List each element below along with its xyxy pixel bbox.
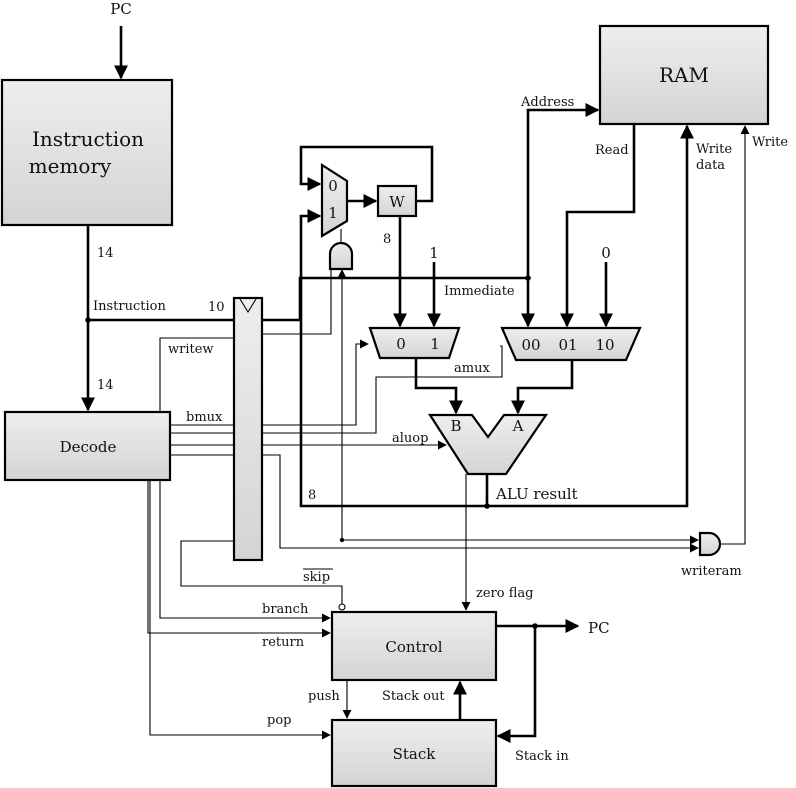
junction-immediate: [525, 275, 531, 281]
instruction-memory-block: [0, 78, 174, 227]
w-mux-input-0: 0: [328, 177, 338, 195]
b-mux-input-1: 1: [430, 335, 440, 353]
push-label: push: [308, 689, 340, 704]
stack-out-label: Stack out: [382, 689, 445, 704]
w-mux-input-1: 1: [328, 204, 338, 222]
immediate-label: Immediate: [444, 284, 515, 299]
instruction-memory-label-2: memory: [29, 154, 112, 178]
writew-and-gate: [328, 241, 354, 271]
amux-control-out: [262, 345, 503, 434]
amux-label: amux: [454, 361, 490, 376]
stack-label: Stack: [393, 745, 437, 763]
stack-block: [330, 718, 498, 788]
pc-input-label: PC: [110, 0, 132, 18]
const-one-label: 1: [429, 244, 439, 262]
bmux-control-out: [262, 339, 369, 426]
a-mux: [500, 326, 642, 362]
return-wire: [147, 480, 331, 638]
junction-instruction: [85, 317, 91, 323]
amux-to-alu: [511, 360, 574, 415]
pop-label: pop: [267, 713, 291, 728]
const-zero-label: 0: [601, 244, 611, 262]
aluop-label: aluop: [392, 431, 428, 446]
decode-block: [3, 410, 172, 482]
control-block: [330, 610, 498, 682]
address-bus: [526, 103, 600, 278]
b-mux-input-0: 0: [396, 335, 406, 353]
junction-alu-result: [484, 503, 490, 509]
ram-block: [598, 24, 770, 126]
branch-wire: [159, 480, 331, 623]
bmux-label: bmux: [186, 410, 223, 425]
a-mux-input-10: 10: [595, 336, 614, 354]
writew-wire-out: [262, 269, 332, 335]
ram-label: RAM: [659, 63, 709, 87]
writeram-and-gate: [698, 531, 722, 557]
branch-label: branch: [262, 602, 309, 617]
instruction-label: Instruction: [93, 299, 166, 314]
a-mux-input-01: 01: [558, 336, 577, 354]
bus-width-imem: 14: [97, 246, 114, 261]
w-feedback-bus: [299, 145, 434, 203]
pipeline-register: [232, 296, 264, 562]
bus-width-alu-feedback: 8: [308, 488, 316, 503]
alu: [427, 413, 549, 476]
skip-label: skip: [303, 570, 330, 585]
writew-wire-in: [159, 337, 234, 412]
alu-result-bus: [485, 124, 694, 508]
writew-label: writew: [168, 342, 214, 357]
address-label: Address: [520, 95, 574, 110]
alu-result-label: ALU result: [495, 485, 578, 503]
skip-inversion-bubble: [338, 603, 346, 611]
read-label: Read: [595, 143, 629, 158]
writeram-to-ram: [720, 125, 750, 545]
skip-wire: [180, 540, 343, 604]
stack-in-bus: [496, 626, 537, 743]
alu-result-to-wmux: [299, 209, 487, 508]
pc-output-label: PC: [588, 619, 610, 637]
alu-input-a: A: [512, 417, 524, 435]
write-data-label-1: Write: [696, 142, 732, 157]
alu-input-b: B: [450, 417, 461, 435]
bus-width-immediate: 10: [208, 300, 225, 315]
bmux-to-alu: [414, 358, 463, 415]
bus-width-w: 8: [383, 232, 391, 247]
pop-wire: [149, 480, 331, 740]
control-label: Control: [385, 638, 442, 656]
return-label: return: [262, 635, 305, 650]
bus-width-decode: 14: [97, 378, 114, 393]
junction-pc-out: [532, 623, 538, 629]
stack-in-label: Stack in: [515, 749, 569, 764]
a-mux-input-00: 00: [521, 336, 540, 354]
instruction-memory-label-1: Instruction: [32, 127, 144, 151]
write-data-label-2: data: [696, 158, 725, 173]
w-register-label: W: [389, 193, 405, 211]
decode-label: Decode: [60, 438, 117, 456]
junction-zero: [339, 537, 345, 543]
ram-read-bus: [560, 124, 636, 328]
w-mux: [320, 162, 349, 238]
write-label: Write: [752, 135, 788, 150]
w-register: [376, 184, 418, 218]
b-mux: [368, 326, 461, 360]
pipeline-register-clock-mark: [239, 298, 257, 314]
writeram-control-out: [262, 454, 699, 553]
writeram-label: writeram: [681, 564, 742, 579]
zero-flag-label: zero flag: [476, 586, 533, 601]
